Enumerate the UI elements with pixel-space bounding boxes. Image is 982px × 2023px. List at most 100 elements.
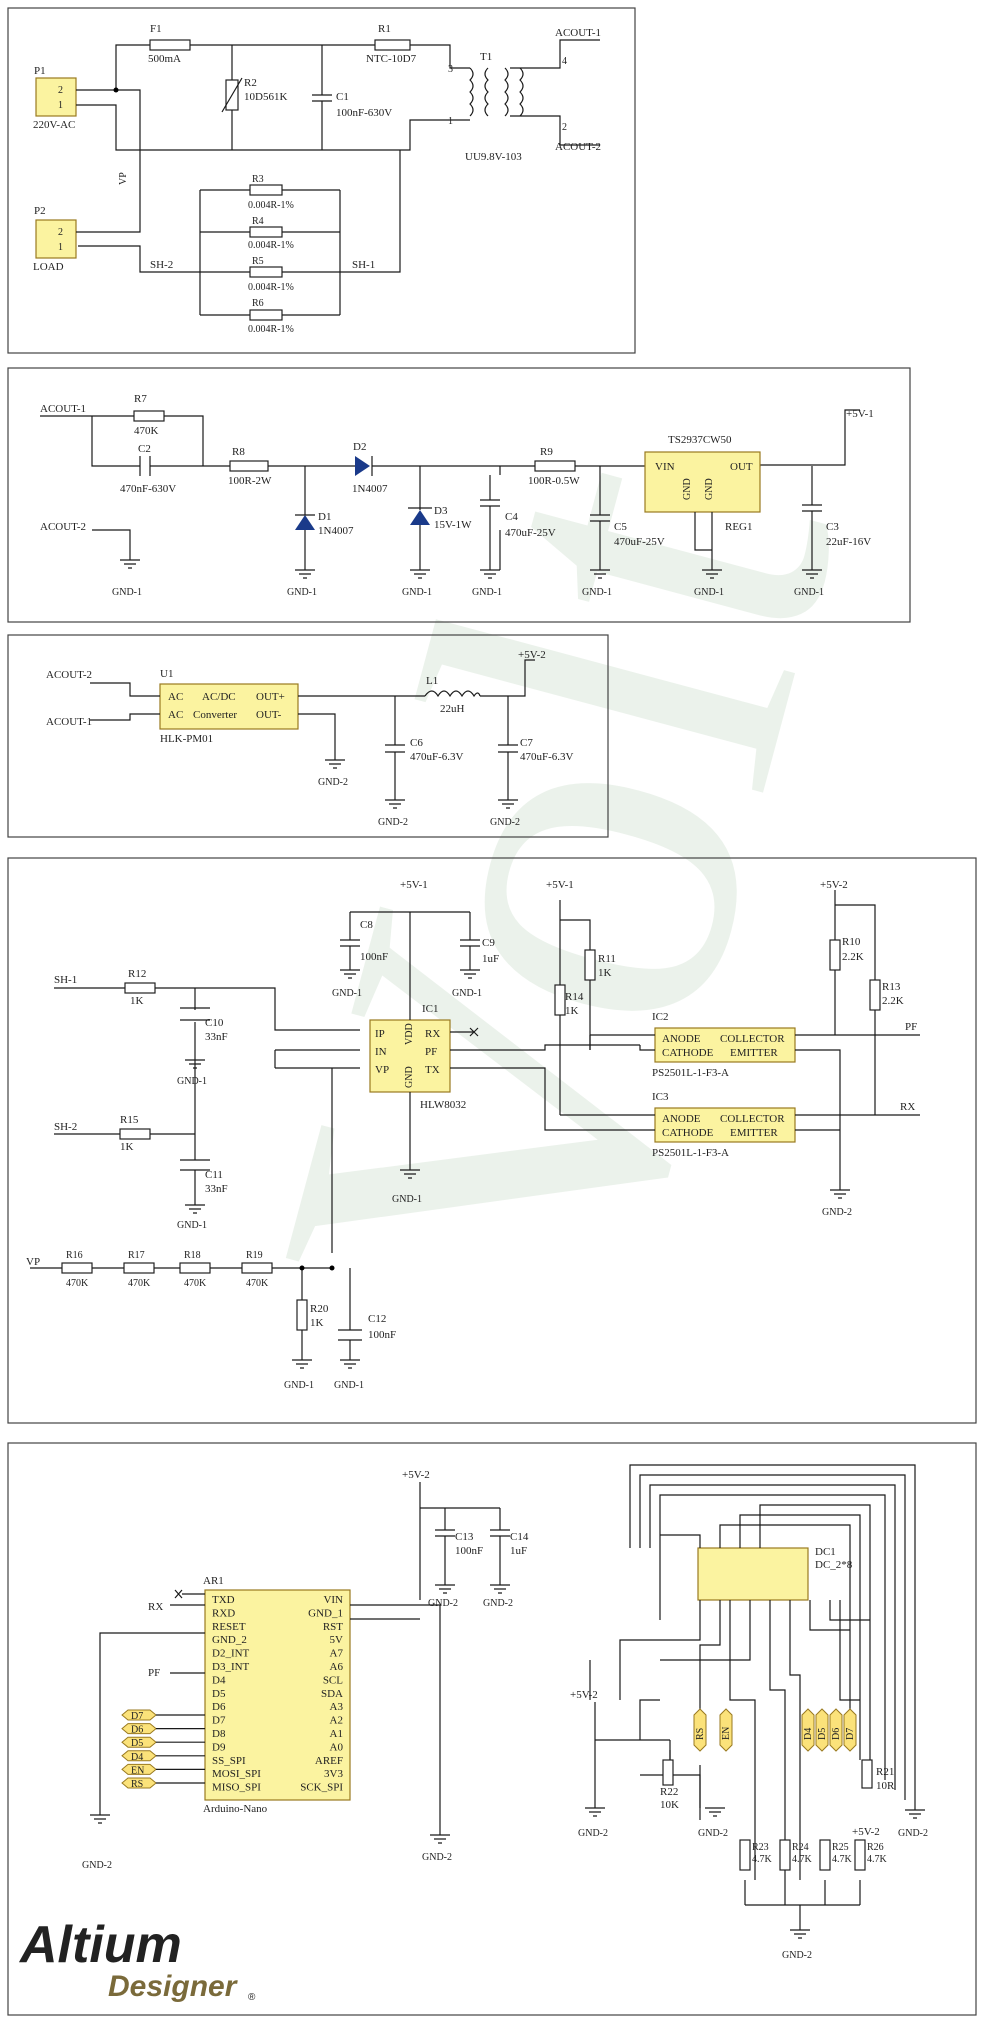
- net-gnd-1: GND-1: [284, 1380, 314, 1391]
- net-tag: [121, 1763, 157, 1775]
- pin-collector: COLLECTOR: [720, 1113, 785, 1125]
- pin-num: 2: [58, 85, 63, 96]
- arduino-pin-left: MOSI_SPI: [212, 1768, 261, 1780]
- arduino-pin-right: RST: [323, 1621, 343, 1633]
- label-r8: R8: [232, 446, 245, 458]
- label-c7: C7: [520, 737, 533, 749]
- label-r25-value: 4.7K: [832, 1854, 853, 1865]
- pin-num: 1: [58, 242, 63, 253]
- optocoupler-ic2: [654, 1027, 796, 1063]
- label-r6-value: 0.004R-1%: [248, 324, 294, 335]
- label-r7-value: 470K: [134, 425, 159, 437]
- net-acout-2: ACOUT-2: [555, 141, 601, 153]
- resistor-r13: [869, 979, 881, 1011]
- capacitor-c4: [480, 475, 500, 570]
- label-r22-value: 10K: [660, 1799, 679, 1811]
- capacitor-c12: [338, 1329, 362, 1341]
- connector-p1: [35, 77, 77, 117]
- header-net-tag-label: D4: [803, 1728, 814, 1740]
- optocoupler-ic3: [654, 1107, 796, 1143]
- wires: [30, 987, 360, 1360]
- pin-num: 2: [562, 122, 567, 133]
- pin-cathode: CATHODE: [662, 1047, 714, 1059]
- capacitor-c1: [312, 45, 332, 150]
- label-r21-value: 10R: [876, 1780, 895, 1792]
- section-frame: [7, 1442, 977, 2016]
- net-vp: VP: [118, 172, 129, 185]
- label-r3: R3: [252, 174, 264, 185]
- label-ic1: IC1: [422, 1003, 439, 1015]
- net-gnd-2: GND-2: [698, 1828, 728, 1839]
- label-r19-value: 470K: [246, 1278, 269, 1289]
- pin-rx: RX: [425, 1028, 440, 1040]
- arduino-pin-right: SDA: [321, 1688, 343, 1700]
- label-d2-value: 1N4007: [352, 483, 388, 495]
- net-5v-2: +5V-2: [570, 1689, 598, 1701]
- pin-emitter: EMITTER: [730, 1127, 778, 1139]
- resistor-r11: [584, 949, 596, 981]
- pin-anode: ANODE: [662, 1113, 701, 1125]
- net-gnd-2: GND-2: [822, 1207, 852, 1218]
- resistor-r19: [241, 1262, 273, 1274]
- pin-vin: VIN: [655, 461, 675, 473]
- resistor-r18: [179, 1262, 211, 1274]
- net-tag-label: RS: [131, 1779, 143, 1790]
- pin-ip: IP: [375, 1028, 385, 1040]
- label-f1: F1: [150, 23, 162, 35]
- label-p2-value: LOAD: [33, 261, 64, 273]
- net-gnd-1: GND-1: [287, 587, 317, 598]
- net-gnd-1: GND-1: [177, 1220, 207, 1231]
- label-c8-value: 100nF: [360, 951, 388, 963]
- label-p2: P2: [34, 205, 46, 217]
- arduino-pin-right: A1: [330, 1728, 343, 1740]
- net-5v-2: +5V-2: [518, 649, 546, 661]
- label-d2: D2: [353, 441, 366, 453]
- arduino-pin-right: SCL: [323, 1674, 343, 1686]
- arduino-pin-right: A0: [330, 1741, 344, 1753]
- inductor-l1: [424, 690, 481, 698]
- label-l1-value: 22uH: [440, 703, 465, 715]
- label-c3: C3: [826, 521, 839, 533]
- net-sh-2: SH-2: [150, 259, 173, 271]
- label-r1: R1: [378, 23, 391, 35]
- label-t1: T1: [480, 51, 492, 63]
- section-controller: +5V-2 C13 100nF C14 1uF AR1 Arduino-Nano…: [7, 1442, 977, 2016]
- label-t1-value: UU9.8V-103: [465, 151, 522, 163]
- header-net-tag: [801, 1708, 815, 1752]
- arduino-pin-right: VIN: [323, 1594, 343, 1606]
- label-c13-value: 100nF: [455, 1545, 483, 1557]
- arduino-pin-labels: TXDRXDRESETGND_2D2_INTD3_INTD4D5D6D7D8D9…: [212, 1594, 343, 1794]
- label-c11-value: 33nF: [205, 1183, 228, 1195]
- net-gnd-1: GND-1: [112, 587, 142, 598]
- header-net-tag: [829, 1708, 843, 1752]
- label-r22: R22: [660, 1786, 678, 1798]
- wires: [510, 39, 600, 146]
- label-u1-value: HLK-PM01: [160, 733, 213, 745]
- pin-out: OUT: [730, 461, 753, 473]
- label-r6: R6: [252, 298, 264, 309]
- label-r21: R21: [876, 1766, 894, 1778]
- resistor-r16: [61, 1262, 93, 1274]
- capacitors-c6-c7: [385, 744, 518, 753]
- section-power-supply-5v1: ACOUT-1 ACOUT-2 R7 470K C2 470nF-630V R8…: [7, 367, 911, 623]
- label-r8-value: 100R-2W: [228, 475, 272, 487]
- label-c12: C12: [368, 1313, 386, 1325]
- label-c8: C8: [360, 919, 373, 931]
- pin-in: IN: [375, 1046, 387, 1058]
- label-r13: R13: [882, 981, 901, 993]
- net-5v-1: +5V-1: [400, 879, 428, 891]
- label-c9: C9: [482, 937, 495, 949]
- label-r9-value: 100R-0.5W: [528, 475, 580, 487]
- resistor-r10: [829, 939, 841, 971]
- label-r12: R12: [128, 968, 146, 980]
- label-r24-value: 4.7K: [792, 1854, 813, 1865]
- label-r5: R5: [252, 256, 264, 267]
- net-gnd-1: GND-1: [177, 1076, 207, 1087]
- header-net-tag: [815, 1708, 829, 1752]
- wires: [589, 1464, 916, 1930]
- arduino-pin-left: D8: [212, 1728, 226, 1740]
- header-net-tag-label: D6: [831, 1728, 842, 1740]
- label-r14: R14: [565, 991, 584, 1003]
- label-r23-value: 4.7K: [752, 1854, 773, 1865]
